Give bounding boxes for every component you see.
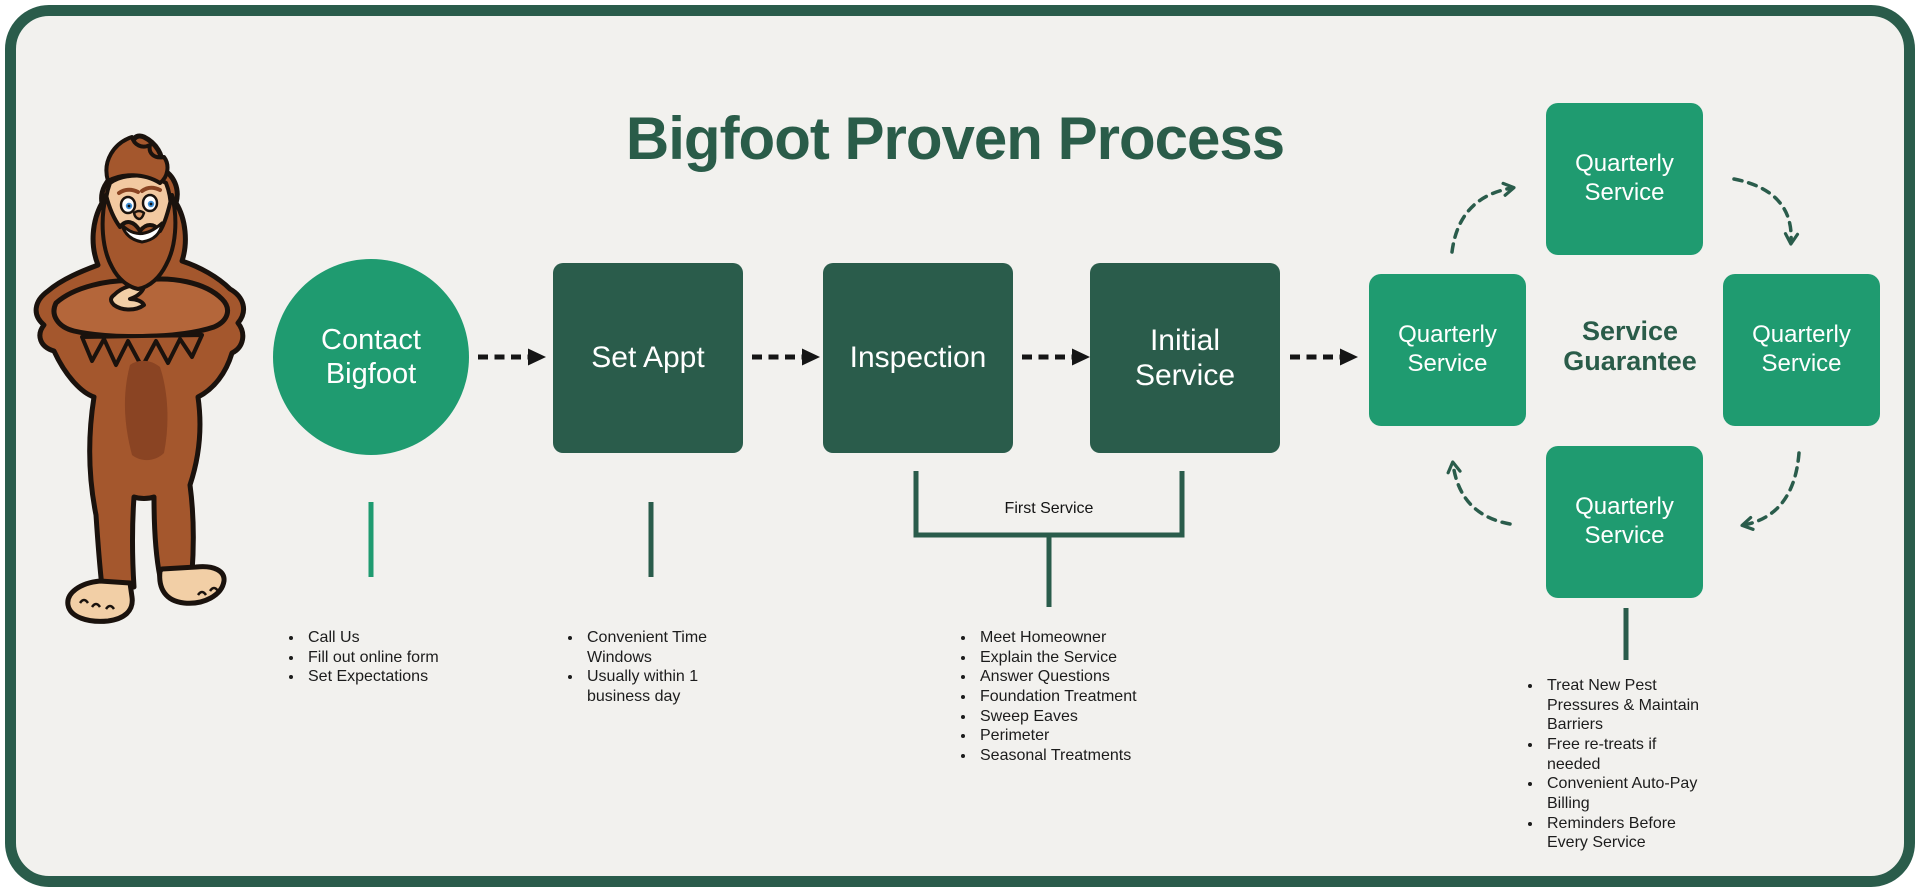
mascot-pupil (127, 204, 131, 208)
bullet-item: Explain the Service (976, 648, 1200, 668)
mascot-brow (117, 187, 140, 195)
mascot-smile (120, 221, 164, 244)
mascot-foot (65, 578, 135, 624)
quarterly-service-box-bottom: Quarterly Service (1546, 446, 1703, 598)
step-label: Inspection (849, 341, 987, 375)
bullet-item: Answer Questions (976, 667, 1200, 687)
bullet-item: Set Expectations (304, 667, 488, 687)
bullet-item: Perimeter (976, 726, 1200, 746)
first-service-bullets: Meet HomeownerExplain the ServiceAnswer … (950, 628, 1200, 766)
step-contact-bigfoot: Contact Bigfoot (273, 259, 469, 455)
bullet-item: Sweep Eaves (976, 707, 1200, 727)
quarterly-label: Quarterly Service (1398, 321, 1497, 377)
quarterly-service-box-top: Quarterly Service (1546, 103, 1703, 255)
bullet-item: Foundation Treatment (976, 687, 1200, 707)
mascot-fur-spikes (80, 333, 204, 369)
mascot-hair (104, 135, 170, 185)
quarterly-label: Quarterly Service (1575, 150, 1674, 206)
mascot-foot (157, 564, 227, 606)
step-label: Contact Bigfoot (321, 323, 421, 390)
step-label: Set Appt (591, 341, 705, 375)
first-service-label: First Service (1004, 500, 1094, 517)
step-inspection: Inspection (823, 263, 1013, 453)
mascot-pupil (149, 202, 153, 206)
step-label: Initial Service (1134, 323, 1236, 392)
bullet-item: Meet Homeowner (976, 628, 1200, 648)
mascot-toes (78, 598, 116, 610)
quarterly-service-box-left: Quarterly Service (1369, 274, 1526, 426)
bullet-item: Call Us (304, 628, 488, 648)
bullet-item: Convenient Auto-Pay Billing (1543, 774, 1707, 813)
service-guarantee-label: Service Guarantee (1563, 316, 1697, 376)
bigfoot-mascot (33, 133, 247, 624)
quarterly-service-box-right: Quarterly Service (1723, 274, 1880, 426)
bullet-item: Free re-treats if needed (1543, 735, 1707, 774)
mascot-chest-shading (124, 360, 168, 461)
mascot-brow (140, 185, 162, 193)
quarterly-label: Quarterly Service (1575, 493, 1674, 549)
step-initial-service: Initial Service (1090, 263, 1280, 453)
step-set-appt: Set Appt (553, 263, 743, 453)
quarterly-label: Quarterly Service (1752, 321, 1851, 377)
bullet-item: Convenient Time Windows (583, 628, 722, 667)
page-title: Bigfoot Proven Process (625, 105, 1285, 172)
bullet-item: Reminders Before Every Service (1543, 814, 1707, 853)
mascot-toes (196, 586, 220, 596)
bullet-item: Seasonal Treatments (976, 746, 1200, 766)
quarterly-bullets: Treat New Pest Pressures & Maintain Barr… (1517, 676, 1707, 853)
bullet-item: Fill out online form (304, 648, 488, 668)
set-appt-bullets: Convenient Time WindowsUsually within 1 … (557, 628, 722, 707)
bullet-item: Treat New Pest Pressures & Maintain Barr… (1543, 676, 1707, 735)
contact-bullets: Call UsFill out online formSet Expectati… (278, 628, 488, 687)
mascot-nose (132, 209, 146, 221)
bullet-item: Usually within 1 business day (583, 667, 722, 706)
